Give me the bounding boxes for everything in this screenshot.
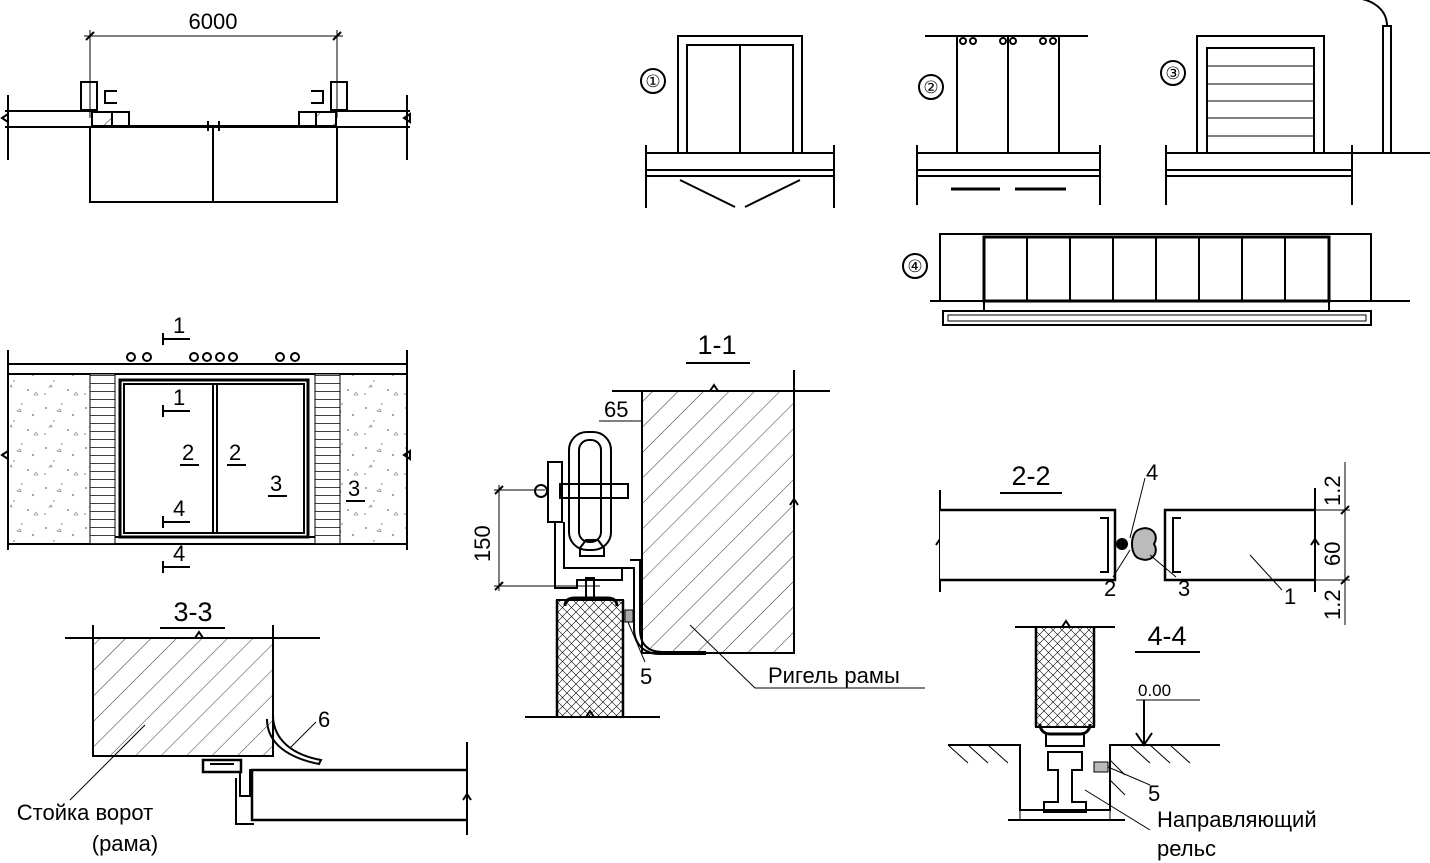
section-2-2-label-3: 3 bbox=[1178, 576, 1190, 601]
section-1-1-label-5: 5 bbox=[640, 664, 652, 689]
section-4-4-label-5: 5 bbox=[1148, 781, 1160, 806]
section-3-3: 3-3 6 Стойка ворот (рама) bbox=[17, 597, 472, 856]
dim-1-2-top: 1.2 bbox=[1320, 475, 1345, 506]
variant-2-label: ② bbox=[923, 78, 938, 97]
rail-label-line-1: Направляющий bbox=[1157, 807, 1317, 832]
wall-outer-label: 3 bbox=[348, 476, 360, 501]
section-3-3-title: 3-3 bbox=[173, 597, 212, 627]
section-2-2-label-4: 4 bbox=[1146, 460, 1158, 485]
variant-3: ③ bbox=[1160, 0, 1430, 205]
wall-inner-label: 3 bbox=[270, 471, 282, 496]
beam-label: Ригель рамы bbox=[768, 663, 900, 688]
section-2-2-label-2: 2 bbox=[1104, 576, 1116, 601]
cut-marker-4-lower: 4 bbox=[173, 541, 185, 566]
variant-1-label: ① bbox=[645, 72, 660, 91]
variant-3-label: ③ bbox=[1165, 64, 1180, 83]
dim-65: 65 bbox=[604, 397, 628, 422]
section-1-1: 1-1 65 150 5 Ригель bbox=[470, 330, 925, 718]
cut-marker-1-top: 1 bbox=[173, 313, 185, 338]
section-2-2-label-1: 1 bbox=[1284, 584, 1296, 609]
section-2-2-title: 2-2 bbox=[1011, 461, 1050, 491]
post-label-line-1: Стойка ворот bbox=[17, 800, 153, 825]
section-4-4: 4-4 0.00 5 Направляющий рельс bbox=[947, 619, 1317, 861]
cut-marker-1-mid: 1 bbox=[173, 385, 185, 410]
dim-1-2-bottom: 1.2 bbox=[1320, 589, 1345, 620]
leaf-right-label: 2 bbox=[229, 440, 241, 465]
rail-label-line-2: рельс bbox=[1157, 836, 1216, 861]
dimension-6000: 6000 bbox=[189, 9, 238, 34]
leaf-left-label: 2 bbox=[182, 440, 194, 465]
variant-4: ④ bbox=[902, 233, 1410, 326]
section-3-3-label-6: 6 bbox=[318, 707, 330, 732]
variant-1: ① bbox=[640, 35, 835, 208]
cut-marker-4-upper: 4 bbox=[173, 496, 185, 521]
elevation-view: 1 1 4 4 2 2 3 3 bbox=[0, 313, 411, 573]
section-4-4-title: 4-4 bbox=[1147, 621, 1186, 651]
variant-2: ② bbox=[916, 35, 1101, 205]
dim-60: 60 bbox=[1320, 542, 1345, 566]
post-label-line-2: (рама) bbox=[92, 831, 158, 856]
plan-view: 6000 bbox=[0, 9, 411, 203]
section-1-1-title: 1-1 bbox=[697, 330, 736, 360]
variant-4-label: ④ bbox=[907, 257, 922, 276]
level-mark: 0.00 bbox=[1138, 681, 1171, 700]
section-2-2: 2-2 4 2 3 1 1.2 60 1.2 bbox=[935, 460, 1350, 625]
dim-150: 150 bbox=[470, 525, 495, 562]
